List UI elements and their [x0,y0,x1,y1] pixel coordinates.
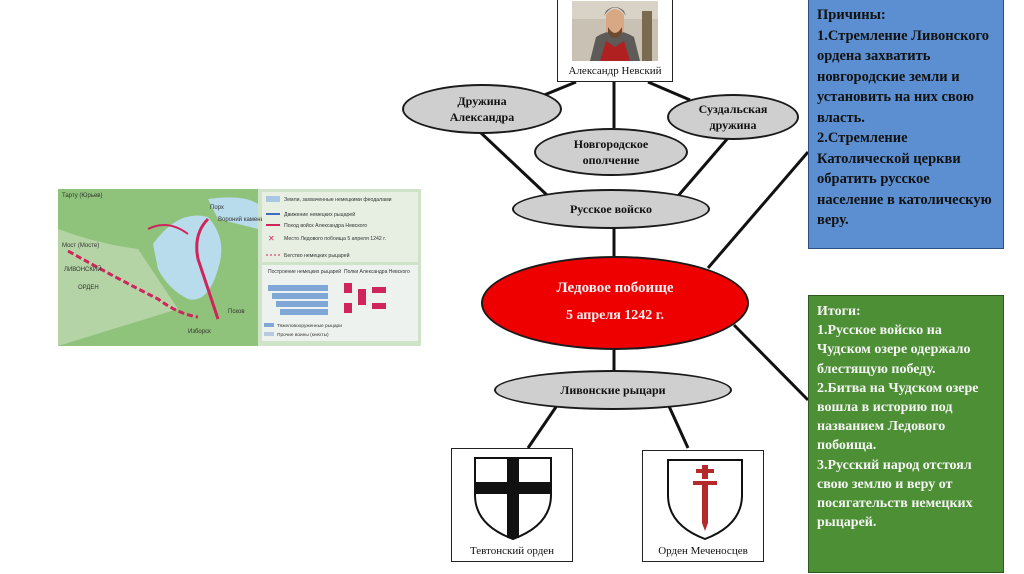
map-place-most: Мост (Мосте) [62,243,99,249]
results-item-2: 2.Битва на Чудском озере вошла в историю… [817,380,979,454]
sword-order-box: Орден Меченосцев [642,450,764,562]
node-suzdal-line1: Суздальская [698,102,768,116]
results-heading: Итоги: [817,304,861,319]
line-portrait-suzdal [647,80,691,102]
results-item-1: 1.Русское войско на Чудском озере одержа… [817,323,971,377]
line-livonian-swords [666,403,690,449]
map-scheme-title-2: Полки Александра Невского [344,269,410,275]
node-druzhina-line2: Александра [449,110,515,124]
node-druzhina-line1: Дружина [457,94,507,108]
line-druzhina-army [478,130,550,198]
node-novgorod-line2: ополчение [582,153,640,167]
portrait-caption: Александр Невский [568,65,662,77]
battle-map-image: Тарту (Юрьев) Мост (Мосте) Порх Вороний … [58,189,421,346]
node-druzhina: Дружина Александра [402,84,562,134]
node-suzdal: Суздальская дружина [667,94,799,140]
causes-item-1: 1.Стремление Ливонского ордена захватить… [817,27,989,126]
map-legend-2: Движение немецких рыцарей [284,211,355,218]
map-scheme-legend-1: Тяжеловооруженные рыцари [277,323,342,329]
map-place-tartu: Тарту (Юрьев) [62,193,102,199]
map-place-voroniy-kamen: Вороний камень [218,216,264,223]
results-box: Итоги: 1.Русское войско на Чудском озере… [808,295,1004,573]
teutonic-order-box: Тевтонский орден [451,448,573,562]
portrait-image [572,1,658,61]
line-battle-causes [706,151,810,269]
sword-order-caption: Орден Меченосцев [658,545,748,557]
battle-title: Ледовое побоище [556,280,674,296]
node-novgorod: Новгородское ополчение [534,128,688,176]
node-livonian: Ливонские рыцари [494,370,732,410]
node-livonian-label: Ливонские рыцари [560,383,666,397]
map-place-izborsk: Изборск [188,329,211,335]
battle-date: 5 апреля 1242 г. [565,308,665,323]
line-livonian-teutonic [526,403,560,449]
map-label-order: ОРДЕН [78,285,99,291]
sword-shield-icon [667,459,743,541]
alexander-nevsky-portrait: Александр Невский [557,0,673,82]
causes-box: Причины: 1.Стремление Ливонского ордена … [808,0,1004,249]
map-legend-4: Место Ледового побоища 5 апреля 1242 г. [284,236,386,242]
map-label-livonian: ЛИВОНСКИЙ [64,265,102,273]
causes-heading: Причины: [817,7,886,23]
teutonic-shield-icon [474,457,552,541]
map-scheme-legend-2: Прочие воины (кнехты) [277,332,329,338]
teutonic-order-caption: Тевтонский орден [469,545,555,557]
map-scheme-title-1: Построение немецких рыцарей [268,268,341,275]
node-suzdal-line2: дружина [709,118,757,132]
svg-text:✕: ✕ [268,234,275,243]
causes-item-2: 2.Стремление Католической церкви обратит… [817,130,992,228]
map-place-porkh: Порх [210,205,224,211]
results-item-3: 3.Русский народ отстоял свою землю и вер… [817,457,973,531]
battle-node: Ледовое побоище 5 апреля 1242 г. [481,256,749,350]
map-place-pskov: Псков [228,309,245,315]
map-legend-5: Бегство немецких рыцарей [284,252,350,259]
node-russian-army-label: Русское войско [569,202,653,216]
map-legend-3: Поход войск Александра Невского [284,222,367,229]
map-legend-1: Земли, захваченные немецкими феодалами [284,197,392,203]
line-suzdal-army [676,137,730,197]
node-russian-army: Русское войско [512,189,710,229]
line-battle-results [732,323,810,402]
node-novgorod-line1: Новгородское [573,137,649,151]
